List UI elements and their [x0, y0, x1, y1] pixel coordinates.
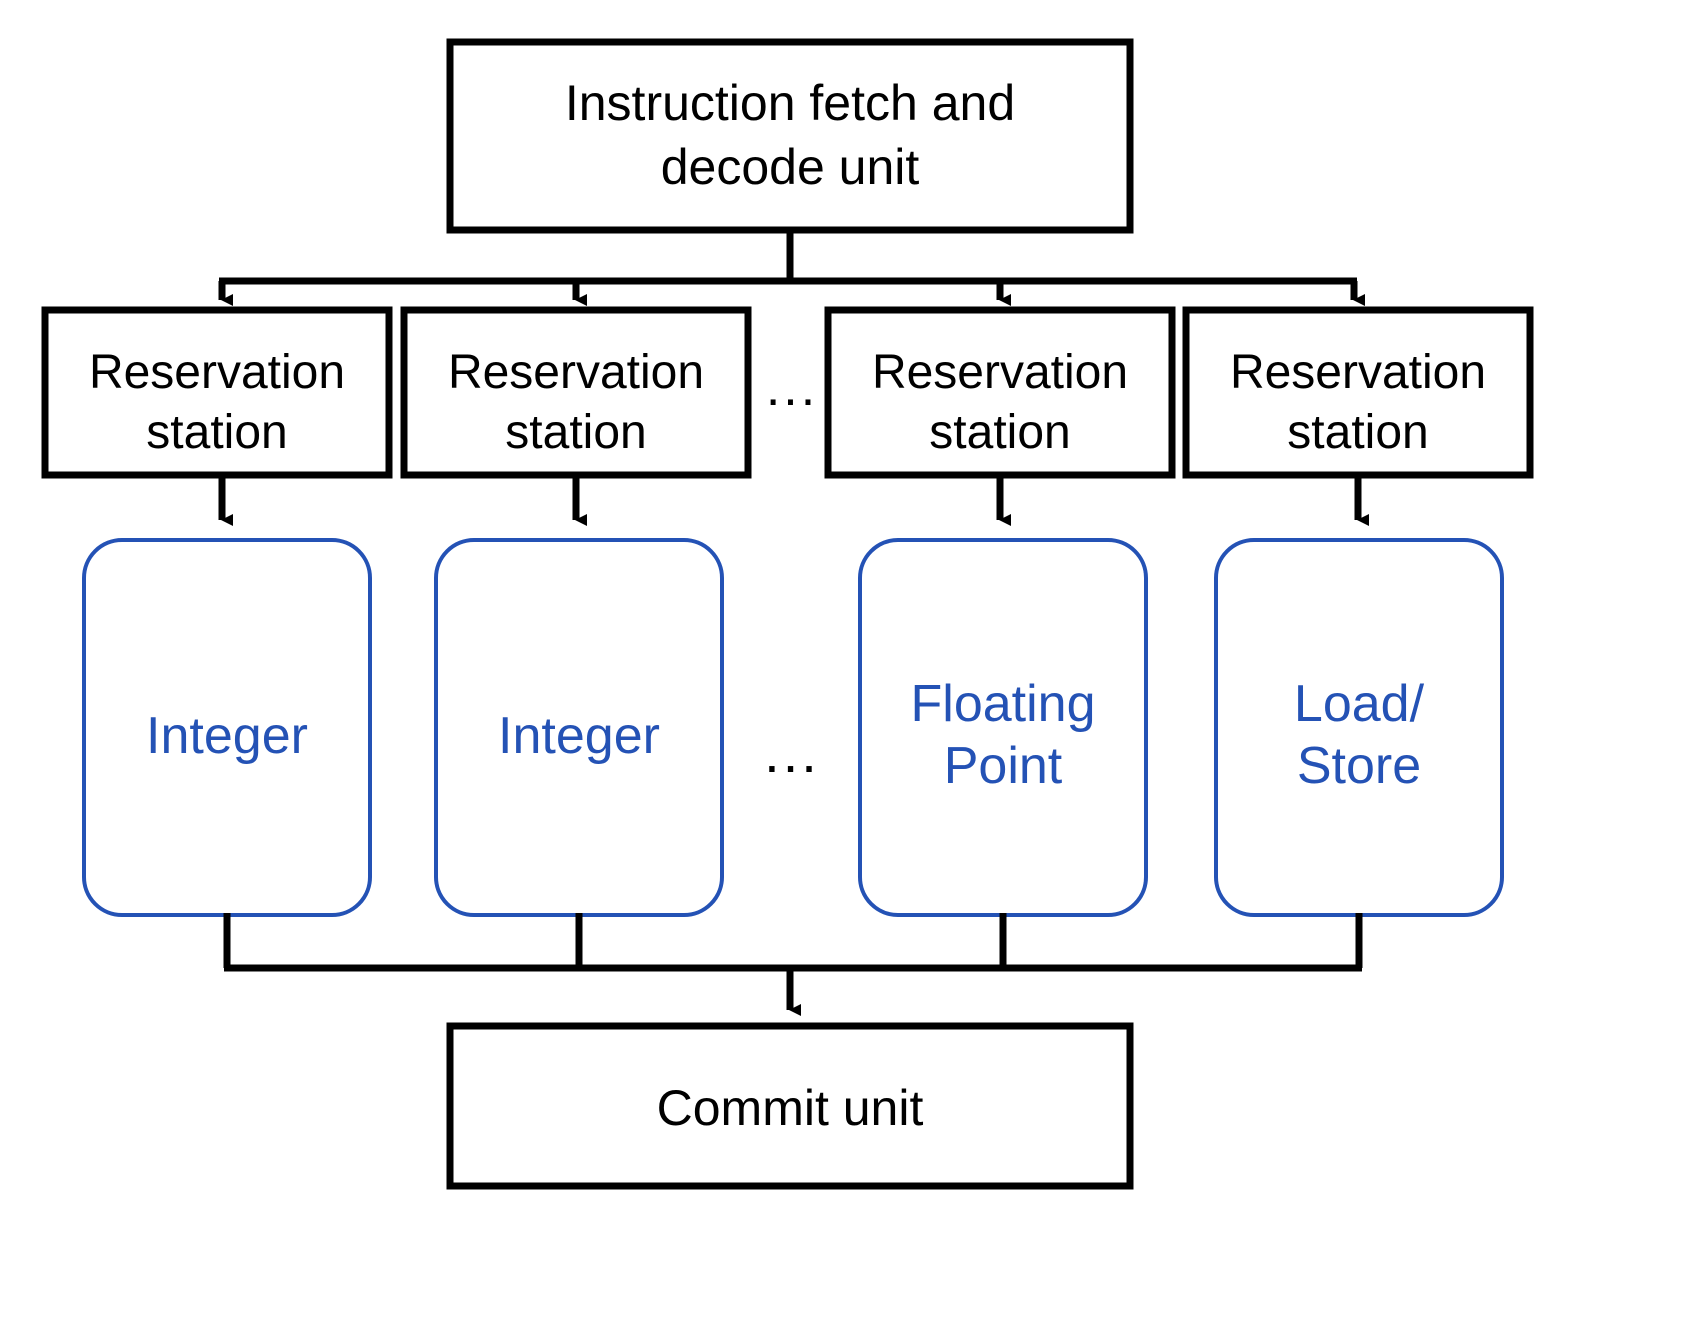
- commit-unit-label: Commit unit: [657, 1080, 924, 1136]
- reservation-station-1-label-line2: station: [146, 406, 287, 459]
- reservation-station-4-label-line2: station: [1287, 406, 1428, 459]
- fetch-decode-unit[interactable]: Instruction fetch and decode unit: [446, 38, 1134, 234]
- functional-unit-integer-2-label-line1: Integer: [498, 707, 660, 765]
- fanout-bus: [218, 230, 1365, 306]
- functional-unit-load-store-label-line2: Store: [1297, 737, 1421, 795]
- reservation-station-1-box[interactable]: [41, 306, 393, 479]
- merge-bus: [223, 913, 1363, 1016]
- functional-unit-integer-1-label-line1: Integer: [146, 707, 308, 765]
- functional-unit-floating-point-label-line1: Floating: [911, 675, 1096, 733]
- functional-unit-floating-point[interactable]: Floating Point: [858, 538, 1148, 917]
- fetch-decode-unit-label-line2: decode unit: [661, 139, 920, 195]
- reservation-station-3-label-line2: station: [929, 406, 1070, 459]
- reservation-station-3-box[interactable]: [824, 306, 1176, 479]
- station-to-unit-arrows: [218, 475, 1369, 526]
- reservation-station-2[interactable]: Reservation station: [400, 306, 752, 479]
- reservation-station-1-label-line1: Reservation: [89, 346, 345, 399]
- functional-unit-load-store[interactable]: Load/ Store: [1214, 538, 1504, 917]
- commit-unit[interactable]: Commit unit: [446, 1022, 1134, 1190]
- reservation-station-3-label-line1: Reservation: [872, 346, 1128, 399]
- fetch-decode-unit-box[interactable]: [446, 38, 1134, 234]
- functional-unit-floating-point-label-line2: Point: [944, 737, 1063, 795]
- fetch-decode-unit-label-line1: Instruction fetch and: [565, 75, 1015, 131]
- reservation-station-2-label-line2: station: [505, 406, 646, 459]
- reservation-station-ellipsis: ...: [766, 359, 818, 417]
- commit-unit-box[interactable]: [446, 1022, 1134, 1190]
- functional-unit-integer-2[interactable]: Integer: [434, 538, 724, 917]
- reservation-station-3[interactable]: Reservation station: [824, 306, 1176, 479]
- reservation-station-2-label-line1: Reservation: [448, 346, 704, 399]
- reservation-station-2-box[interactable]: [400, 306, 752, 479]
- reservation-station-4-label-line1: Reservation: [1230, 346, 1486, 399]
- functional-unit-ellipsis: ...: [764, 721, 820, 784]
- functional-unit-integer-1[interactable]: Integer: [82, 538, 372, 917]
- functional-unit-load-store-label-line1: Load/: [1294, 675, 1425, 733]
- reservation-station-4[interactable]: Reservation station: [1182, 306, 1534, 479]
- reservation-station-1[interactable]: Reservation station: [41, 306, 393, 479]
